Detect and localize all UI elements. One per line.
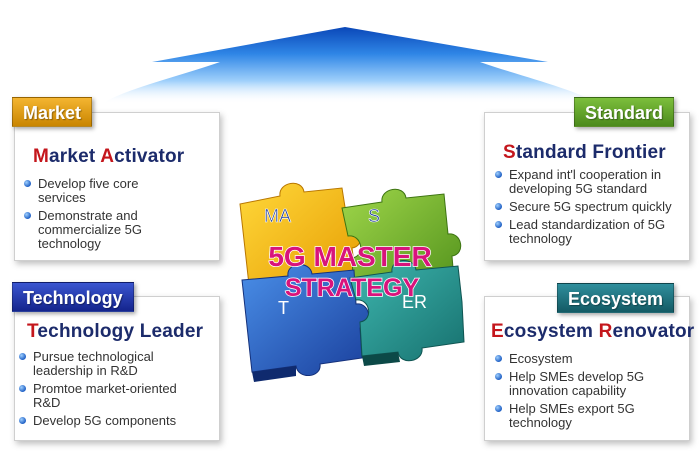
bullet-icon xyxy=(495,171,502,178)
title-capital: T xyxy=(27,321,38,342)
list-item: Expand int'l cooperation in developing 5… xyxy=(493,168,675,196)
technology-tab: Technology xyxy=(12,282,134,312)
technology-bullet-list: Pursue technological leadership in R&D P… xyxy=(17,350,207,432)
bullet-icon xyxy=(24,180,31,187)
title-capital: S xyxy=(503,142,516,163)
puzzle-piece-teal xyxy=(349,260,465,366)
center-title-line2: STRATEGY xyxy=(285,274,420,302)
technology-panel-title: Technology Leader xyxy=(27,321,203,343)
list-item: Secure 5G spectrum quickly xyxy=(493,200,675,214)
title-text: echnology Leader xyxy=(37,321,204,342)
bullet-icon xyxy=(24,212,31,219)
piece-letter-ma: MA xyxy=(264,206,291,226)
title-text: cosystem xyxy=(503,321,599,342)
title-capital: R xyxy=(598,321,613,342)
list-item: Develop five core services xyxy=(22,177,172,205)
piece-letter-s: S xyxy=(368,206,380,226)
piece-letter-er: ER xyxy=(402,292,427,312)
bullet-icon xyxy=(495,355,502,362)
ecosystem-bullet-list: Ecosystem Help SMEs develop 5G innovatio… xyxy=(493,352,675,434)
bullet-icon xyxy=(495,221,502,228)
list-item: Help SMEs export 5G technology xyxy=(493,402,675,430)
list-item: Lead standardization of 5G technology xyxy=(493,218,675,246)
ecosystem-panel xyxy=(484,296,690,441)
piece-letter-t: T xyxy=(278,298,289,318)
list-item: Promtoe market-oriented R&D xyxy=(17,382,207,410)
list-item: Demonstrate and commercialize 5G technol… xyxy=(22,209,172,251)
bullet-icon xyxy=(19,417,26,424)
bullet-icon xyxy=(495,405,502,412)
standard-bullet-list: Expand int'l cooperation in developing 5… xyxy=(493,168,675,250)
market-bullet-list: Develop five core services Demonstrate a… xyxy=(22,177,172,255)
list-item: Pursue technological leadership in R&D xyxy=(17,350,207,378)
title-capital: M xyxy=(33,146,50,167)
list-item: Develop 5G components xyxy=(17,414,207,428)
standard-panel-title: Standard Frontier xyxy=(503,142,666,164)
list-item: Help SMEs develop 5G innovation capabili… xyxy=(493,370,675,398)
title-capital: A xyxy=(100,146,115,167)
bullet-icon xyxy=(19,353,26,360)
market-panel-title: Market Activator xyxy=(33,146,184,168)
title-text: ctivator xyxy=(114,146,185,167)
center-title-line1: 5G MASTER xyxy=(268,241,431,272)
title-text: tandard Frontier xyxy=(515,142,666,163)
puzzle-graphic: MA S T ER 5G MASTER STRATEGY xyxy=(239,182,465,382)
list-item: Ecosystem xyxy=(493,352,675,366)
standard-panel xyxy=(484,112,690,261)
ecosystem-tab: Ecosystem xyxy=(557,283,675,313)
market-tab: Market xyxy=(12,97,93,127)
bullet-icon xyxy=(495,203,502,210)
standard-tab: Standard xyxy=(574,97,675,127)
upward-arrow xyxy=(102,27,598,104)
bullet-icon xyxy=(19,385,26,392)
title-text: enovator xyxy=(612,321,695,342)
market-panel xyxy=(14,112,220,261)
title-text: arket xyxy=(49,146,101,167)
ecosystem-panel-title: Ecosystem Renovator xyxy=(491,321,694,343)
technology-panel xyxy=(14,296,220,441)
title-capital: E xyxy=(491,321,504,342)
bullet-icon xyxy=(495,373,502,380)
